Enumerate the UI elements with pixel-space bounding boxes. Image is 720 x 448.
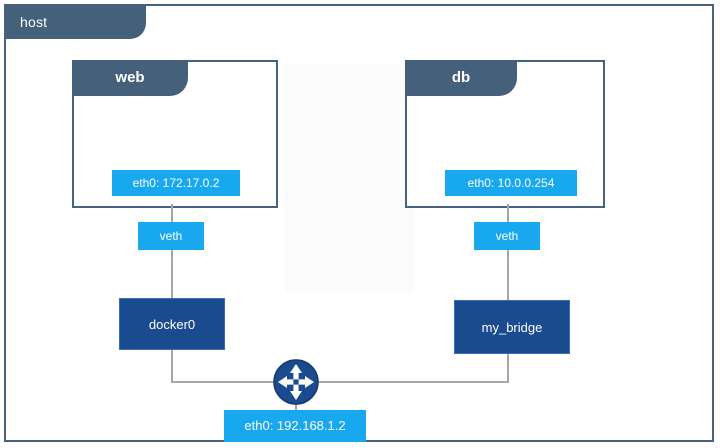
host-interface-label: eth0: 192.168.1.2 bbox=[224, 410, 366, 442]
container-web[interactable]: web eth0: 172.17.0.2 bbox=[72, 60, 278, 208]
host-label-tab: host bbox=[6, 6, 146, 39]
host-boundary: host web eth0: 172.17.0.2 db eth0: 10.0.… bbox=[4, 4, 714, 442]
connector-db-to-mybridge bbox=[507, 204, 509, 304]
connector-mybridge-down bbox=[507, 354, 509, 382]
container-db-title: db bbox=[405, 60, 517, 96]
connector-docker0-down bbox=[171, 350, 173, 382]
container-db-interface-label: eth0: 10.0.0.254 bbox=[445, 170, 577, 196]
bridge-docker0[interactable]: docker0 bbox=[119, 298, 225, 350]
container-web-title: web bbox=[72, 60, 188, 96]
bridge-my-bridge[interactable]: my_bridge bbox=[454, 300, 570, 354]
connector-bridge-bus bbox=[171, 381, 509, 383]
veth-right: veth bbox=[474, 222, 540, 250]
connector-web-to-docker0 bbox=[171, 204, 173, 302]
veth-left: veth bbox=[138, 222, 204, 250]
network-router-icon[interactable] bbox=[273, 359, 319, 405]
container-db[interactable]: db eth0: 10.0.0.254 bbox=[405, 60, 605, 208]
container-web-interface-label: eth0: 172.17.0.2 bbox=[112, 170, 240, 196]
background-wash bbox=[284, 64, 414, 292]
